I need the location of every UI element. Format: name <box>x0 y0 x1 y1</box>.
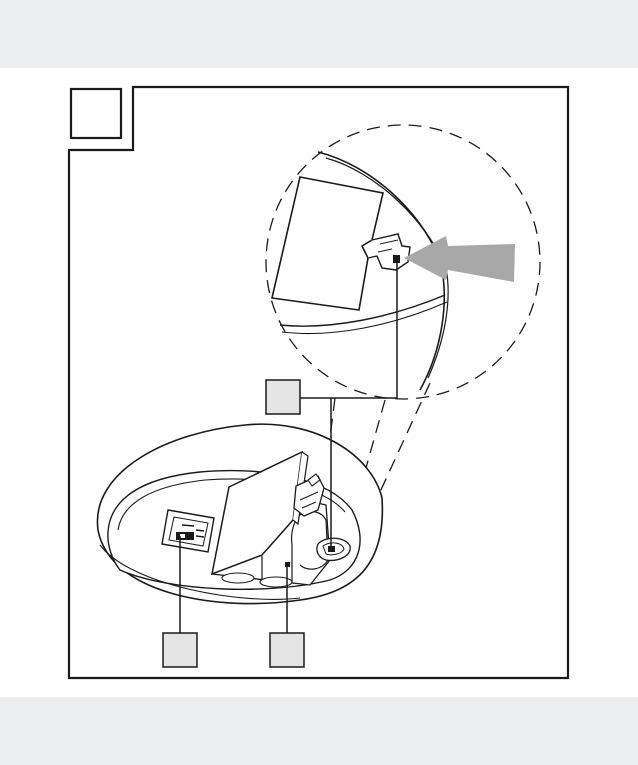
manual-page <box>0 68 638 697</box>
switch-module-inner <box>168 516 209 547</box>
detail-magnifier <box>265 124 541 541</box>
detail-latch-contact <box>393 255 400 263</box>
step-number-box <box>69 87 123 140</box>
detail-circle <box>265 124 541 400</box>
top-page-band <box>0 0 638 68</box>
bottom-page-band <box>0 697 638 765</box>
detail-housing-edge <box>279 294 446 327</box>
detail-latch-detail <box>377 239 399 253</box>
detail-connector-line <box>357 382 431 541</box>
callout-box-right <box>269 632 305 668</box>
detail-battery-lid <box>271 176 384 311</box>
illustration-figure <box>67 85 570 680</box>
battery-lid-open <box>211 450 303 576</box>
battery-end <box>259 576 293 588</box>
figure-frame <box>67 85 570 680</box>
switch-slider-knob <box>180 534 185 538</box>
callout-box-left <box>162 632 198 668</box>
push-direction-arrow-icon <box>404 236 515 282</box>
battery-contact <box>285 562 290 567</box>
detail-leader-line <box>300 262 398 399</box>
device-housing <box>96 423 384 605</box>
callout-box-detail <box>265 379 301 415</box>
detail-latch <box>367 233 411 271</box>
callout-leaders <box>179 262 398 633</box>
battery-end <box>221 572 255 584</box>
lid-latch-detail <box>299 491 319 509</box>
switch-marking <box>181 524 205 538</box>
lid-latch-hook <box>307 473 321 487</box>
detail-housing-edge-inner <box>281 301 448 335</box>
device-base-edge <box>99 544 301 600</box>
